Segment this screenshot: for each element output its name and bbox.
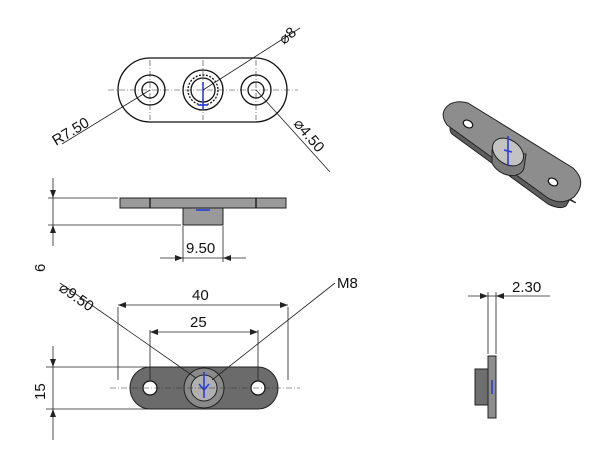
r750-leader [61,89,151,145]
dim15-arrow-bottom [50,409,56,417]
side-view: 6 9.50 [32,178,287,272]
iso-axis-marker [503,136,513,166]
side-view-plate [119,197,287,209]
dim40-arrow-right [280,302,288,308]
top-view-left-hole [141,81,159,99]
top-view-right-boss [240,74,272,106]
top-view-outline [117,57,288,123]
side-height-label: 6 [32,264,49,272]
dim230-label: 2.30 [512,279,541,296]
front-view: 40 25 ⌀9.50 M8 15 [32,275,358,440]
right-view-boss [474,368,489,406]
m8-leader [211,282,336,381]
dia450-leader [255,89,331,173]
r750-label: R7.50 [49,114,92,149]
front-view-axis-marker [198,372,210,398]
iso-left-hole [462,119,474,129]
top-view-thread-outer [187,74,219,106]
side-boss-arrow-right [223,255,231,261]
dia8-label: ⌀8 [276,24,300,48]
dim25-arrow-right [250,329,258,335]
dim230-arrow-left [480,293,488,299]
side-height-arrow-bottom [50,225,56,233]
side-boss-arrow-left [175,255,183,261]
dim15-arrow-top [50,359,56,367]
top-view-right-hole [247,81,265,99]
dia950-label: ⌀9.50 [56,279,97,315]
dim25-label: 25 [190,314,207,331]
top-view: R7.50 ⌀8 ⌀4.50 [49,24,331,173]
dim40-arrow-left [118,302,126,308]
dia8-leader [202,27,301,91]
dim230-arrow-right [496,293,504,299]
iso-right-hole [547,177,559,187]
side-boss-label: 9.50 [186,240,215,257]
dim15-label: 15 [32,383,49,400]
side-height-arrow-top [50,190,56,198]
dim25-arrow-left [150,329,158,335]
top-view-left-boss [134,74,166,106]
side-view-boss [182,207,224,226]
isometric-view [442,101,582,209]
m8-label: M8 [337,275,358,292]
dia450-label: ⌀4.50 [290,116,328,156]
dim40-label: 40 [192,287,209,304]
dia950-leader [59,282,197,379]
right-view: 2.30 [468,279,550,419]
